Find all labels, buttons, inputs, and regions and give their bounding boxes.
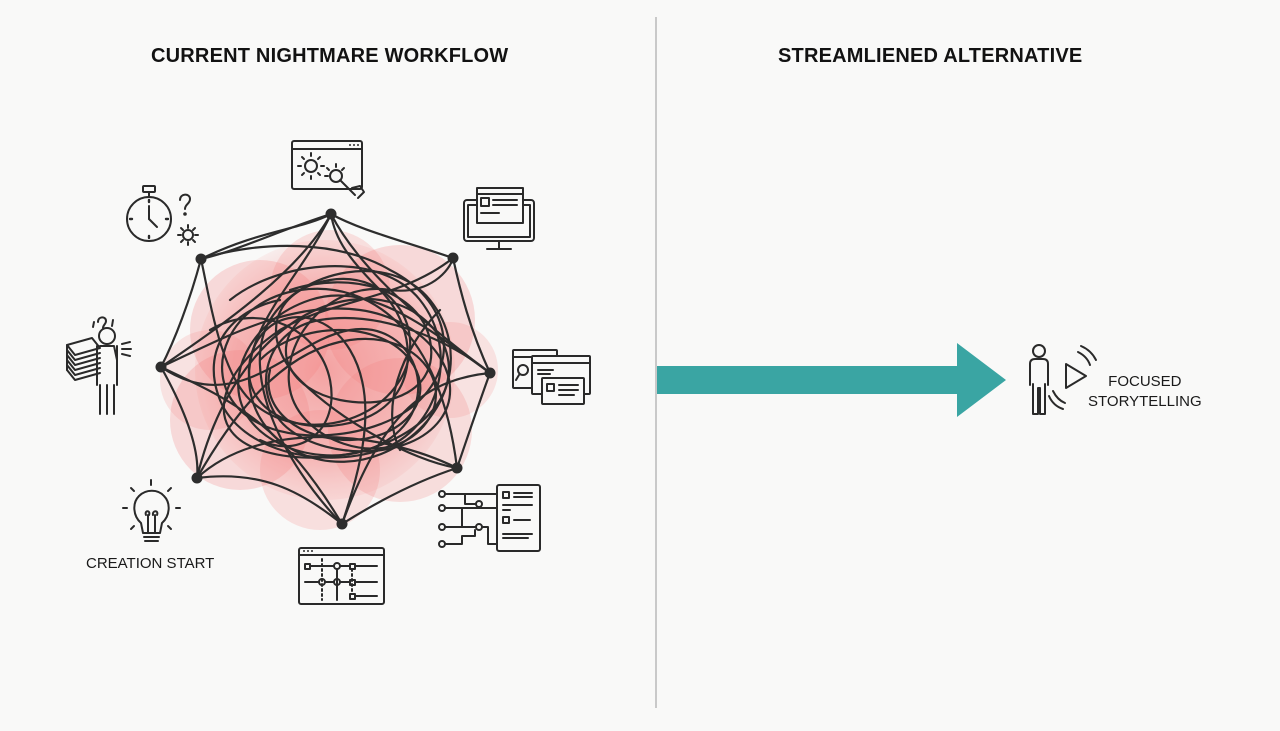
person-play-icon — [1029, 344, 1097, 415]
alternative-title: STREAMLIENED ALTERNATIVE — [778, 45, 1083, 67]
overwhelmed-person-paper-stack-icon — [66, 316, 132, 415]
node-bottom-left — [191, 472, 203, 484]
workflow-nodes — [155, 208, 496, 530]
creation-start-label: CREATION START — [86, 555, 215, 572]
node-bottom — [336, 518, 348, 530]
lightbulb-icon — [122, 479, 181, 542]
tangled-connections — [159, 212, 492, 526]
focused-label-line2: STORYTELLING — [1088, 393, 1202, 410]
streamlined-arrow — [657, 343, 1006, 417]
circuit-document-icon — [438, 484, 541, 552]
timeline-window-icon — [298, 547, 385, 605]
node-left — [155, 361, 167, 373]
current-workflow-title: CURRENT NIGHTMARE WORKFLOW — [151, 45, 509, 67]
settings-window-gear-wrench-icon — [291, 140, 365, 199]
monitor-document-icon — [463, 187, 535, 250]
focused-storytelling-label: FOCUSED STORYTELLING — [1088, 372, 1202, 412]
node-top-left — [195, 253, 207, 265]
node-bottom-right — [451, 462, 463, 474]
overlapping-browser-windows-icon — [512, 349, 591, 405]
focused-label-line1: FOCUSED — [1108, 373, 1182, 390]
panel-divider — [655, 17, 657, 708]
node-top — [325, 208, 337, 220]
node-top-right — [447, 252, 459, 264]
node-right — [484, 367, 496, 379]
stopwatch-question-gear-icon — [126, 185, 199, 246]
